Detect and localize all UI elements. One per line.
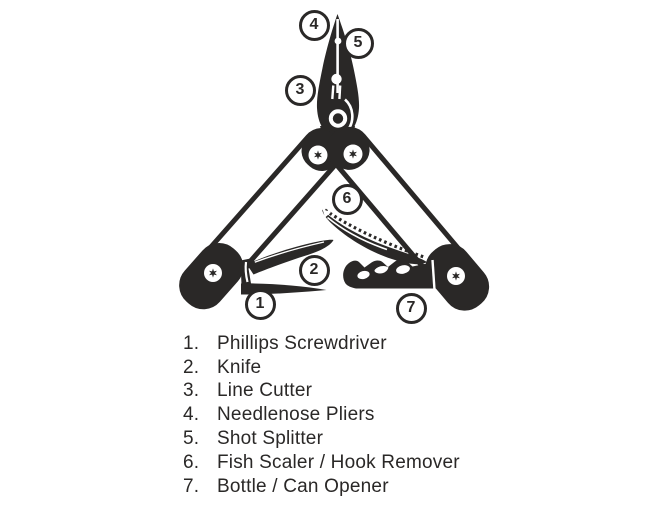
legend-item-4: 4. Needlenose Pliers: [183, 403, 460, 427]
legend-item-7: 7. Bottle / Can Opener: [183, 475, 460, 499]
legend-item-1: 1. Phillips Screwdriver: [183, 332, 460, 356]
legend-item-5: 5. Shot Splitter: [183, 427, 460, 451]
legend-item-label: Shot Splitter: [217, 428, 324, 450]
legend-item-3: 3. Line Cutter: [183, 380, 460, 404]
bottle-can-opener: [343, 259, 437, 291]
knife-blade: [240, 239, 334, 286]
torx-screw-bottom-left: [204, 264, 222, 282]
callout-3-line-cutter: 3: [284, 74, 316, 106]
legend-item-number: 3.: [183, 380, 200, 402]
legend-item-label: Phillips Screwdriver: [217, 332, 387, 354]
torx-screw-top-right: [343, 144, 363, 164]
callout-6-fish-scaler: 6: [331, 183, 363, 215]
legend-item-number: 1.: [183, 332, 200, 354]
legend-item-number: 7.: [183, 475, 200, 497]
callout-5-shot-splitter: 5: [342, 27, 374, 59]
callout-1-phillips-screwdriver: 1: [244, 288, 276, 320]
fish-scaler: [322, 208, 427, 265]
legend-item-number: 6.: [183, 451, 200, 473]
legend-item-label: Line Cutter: [217, 380, 313, 402]
legend-item-label: Knife: [217, 356, 262, 378]
callout-7-bottle-can-opener: 7: [395, 292, 427, 324]
callout-2-knife: 2: [298, 254, 330, 286]
legend-list: 1. Phillips Screwdriver 2. Knife 3. Line…: [183, 332, 460, 499]
legend-item-number: 4.: [183, 404, 200, 426]
shot-splitter-detail: [334, 37, 342, 45]
legend-item-6: 6. Fish Scaler / Hook Remover: [183, 451, 460, 475]
torx-screw-top-left: [308, 145, 328, 165]
legend-item-2: 2. Knife: [183, 356, 460, 380]
pivot-ring: [328, 109, 348, 128]
legend-item-number: 2.: [183, 356, 200, 378]
legend-item-label: Bottle / Can Opener: [217, 475, 389, 497]
legend-item-label: Needlenose Pliers: [217, 404, 375, 426]
torx-screw-bottom-right: [447, 267, 465, 285]
callout-4-needlenose-pliers: 4: [298, 9, 330, 41]
legend-item-label: Fish Scaler / Hook Remover: [217, 451, 460, 473]
line-cutter-detail: [331, 73, 342, 100]
legend-item-number: 5.: [183, 428, 200, 450]
